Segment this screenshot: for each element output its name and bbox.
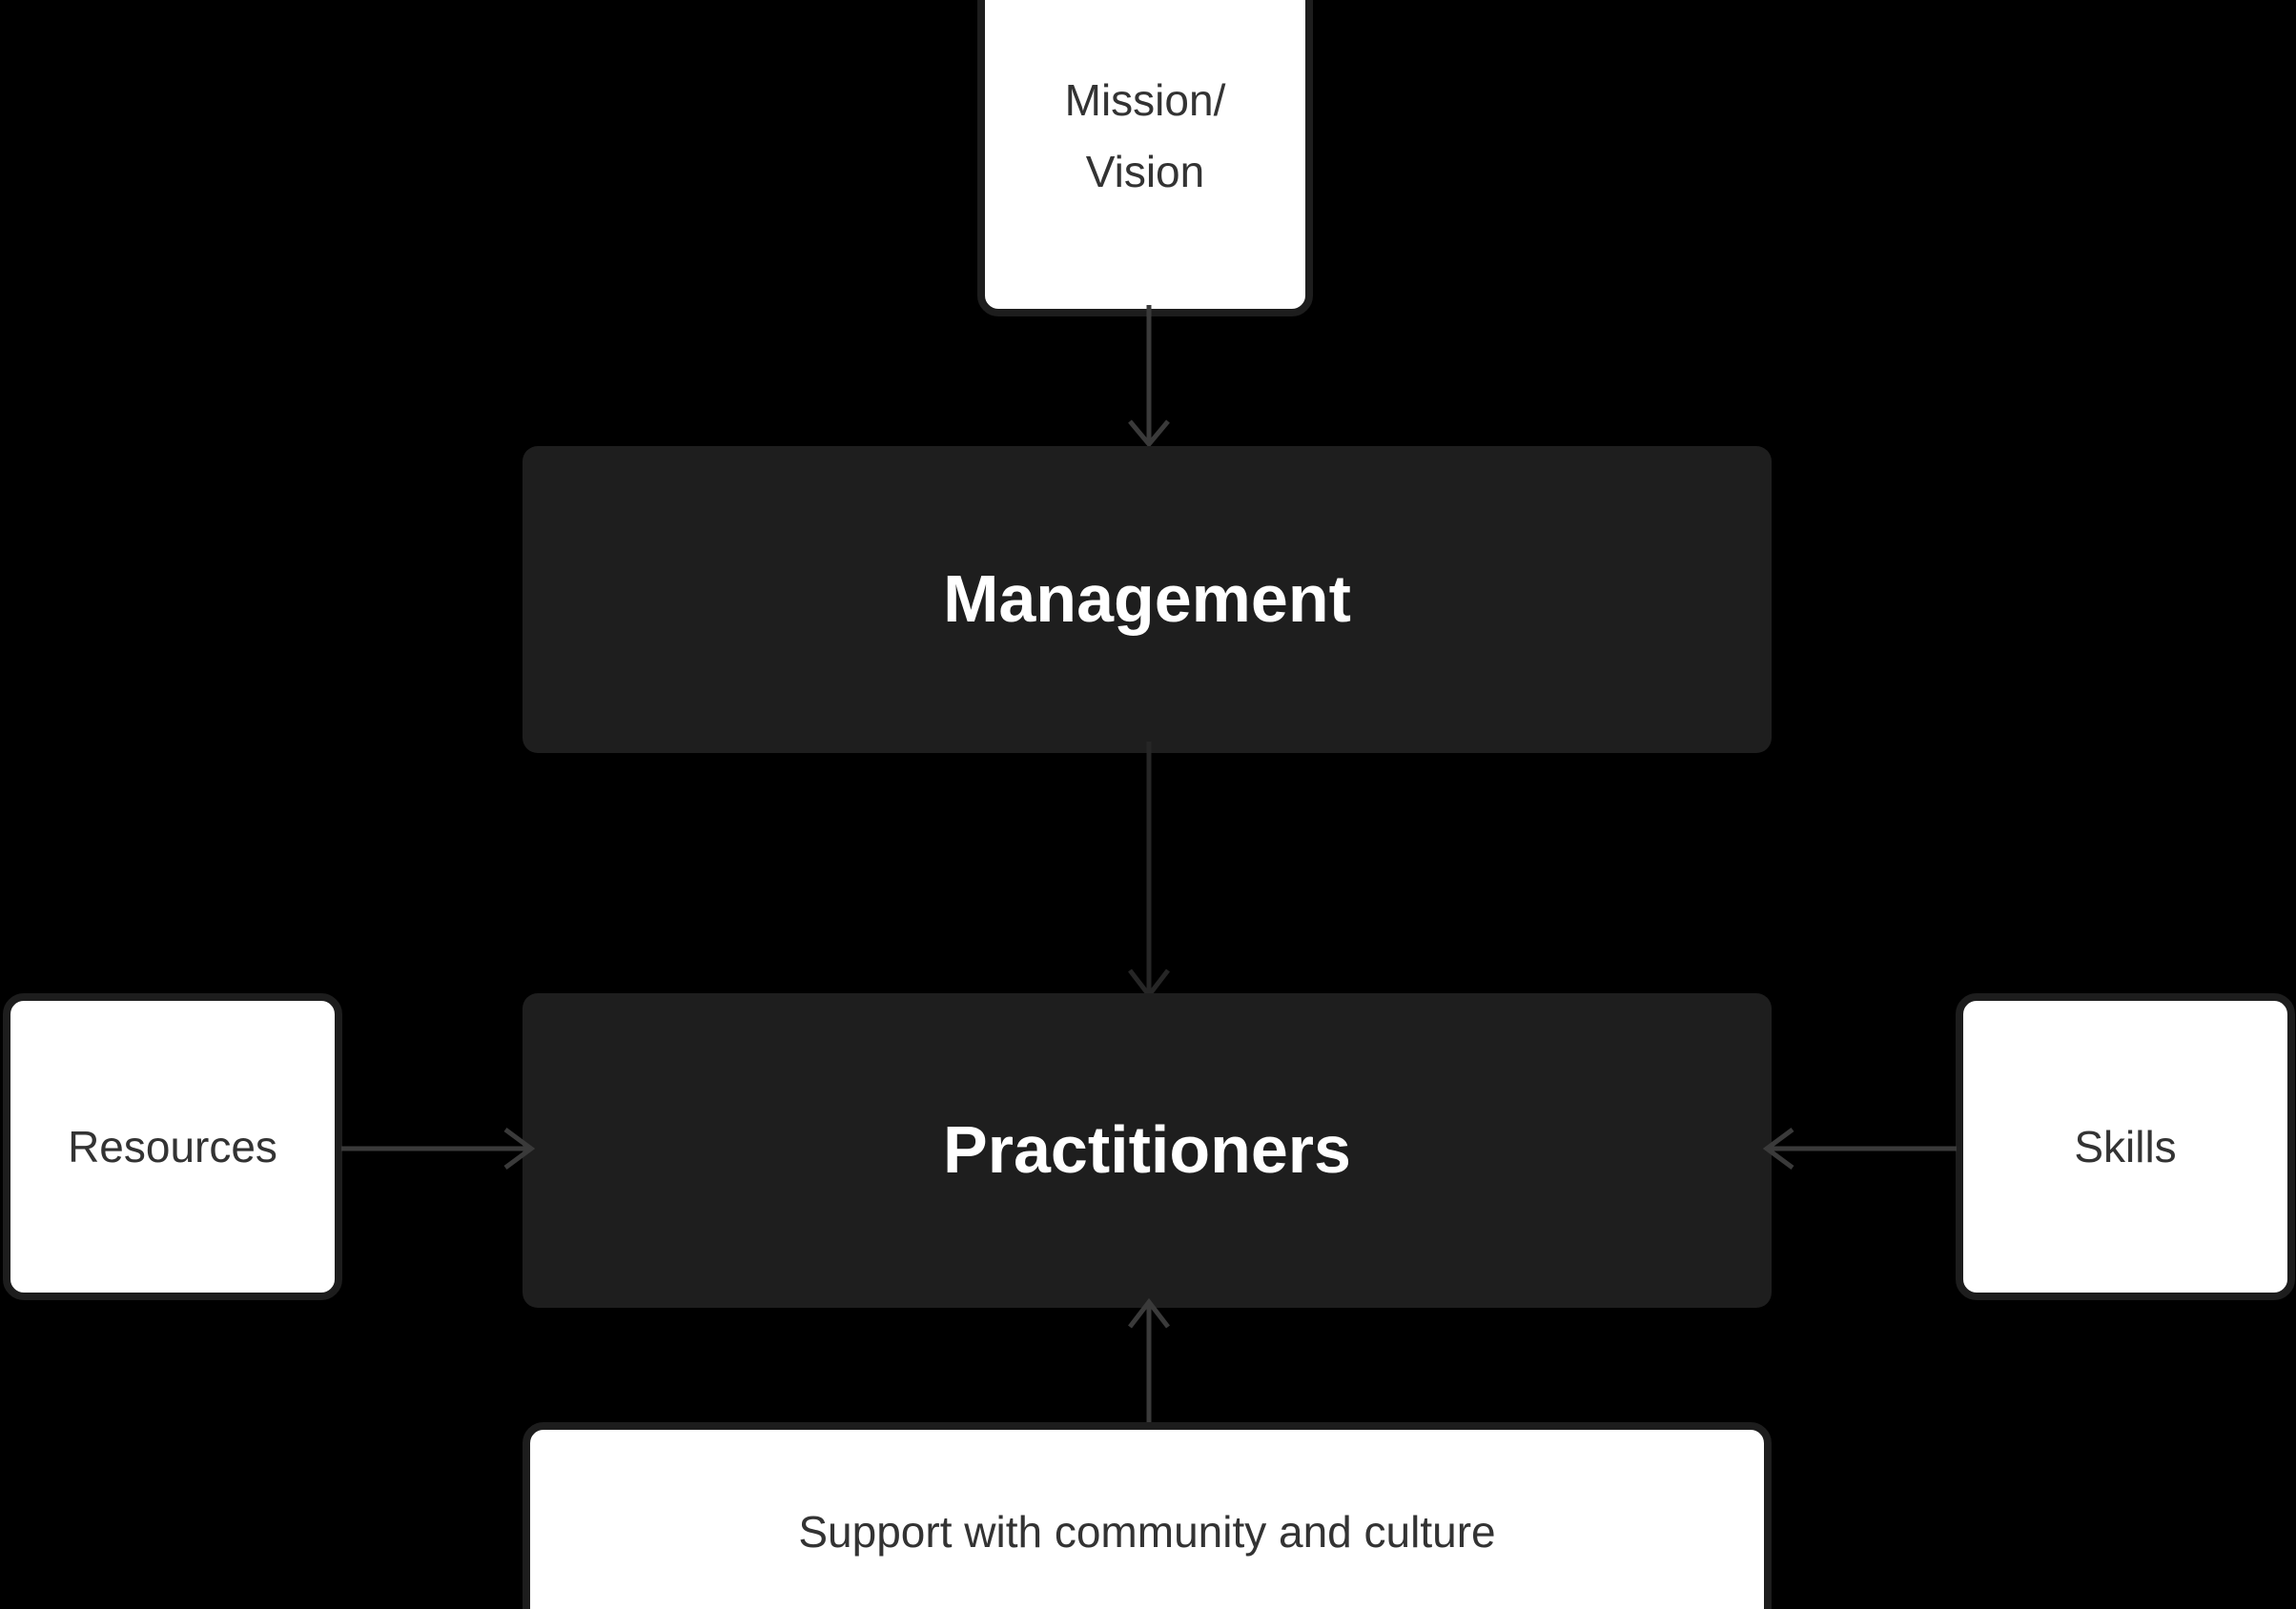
arrow-resources-to-practitioners [341,1127,536,1171]
node-skills-label: Skills [2074,1121,2177,1171]
node-skills[interactable]: Skills [1956,993,2295,1300]
node-mission-vision-label: Mission/ Vision [1064,75,1226,196]
arrow-management-to-practitioners [1128,742,1170,1000]
node-management-label: Management [943,561,1351,637]
arrow-skills-to-practitioners [1762,1127,1957,1171]
node-practitioners-label: Practitioners [943,1112,1351,1188]
node-support[interactable]: Support with community and culture [523,1422,1772,1609]
node-resources-label: Resources [68,1121,277,1171]
arrow-mission-to-management [1128,305,1170,448]
node-resources[interactable]: Resources [3,993,342,1300]
node-mission-vision[interactable]: Mission/ Vision [977,0,1313,316]
node-practitioners[interactable]: Practitioners [523,993,1772,1308]
node-management[interactable]: Management [523,446,1772,753]
arrow-support-to-practitioners [1128,1297,1170,1430]
node-support-label: Support with community and culture [798,1506,1496,1557]
